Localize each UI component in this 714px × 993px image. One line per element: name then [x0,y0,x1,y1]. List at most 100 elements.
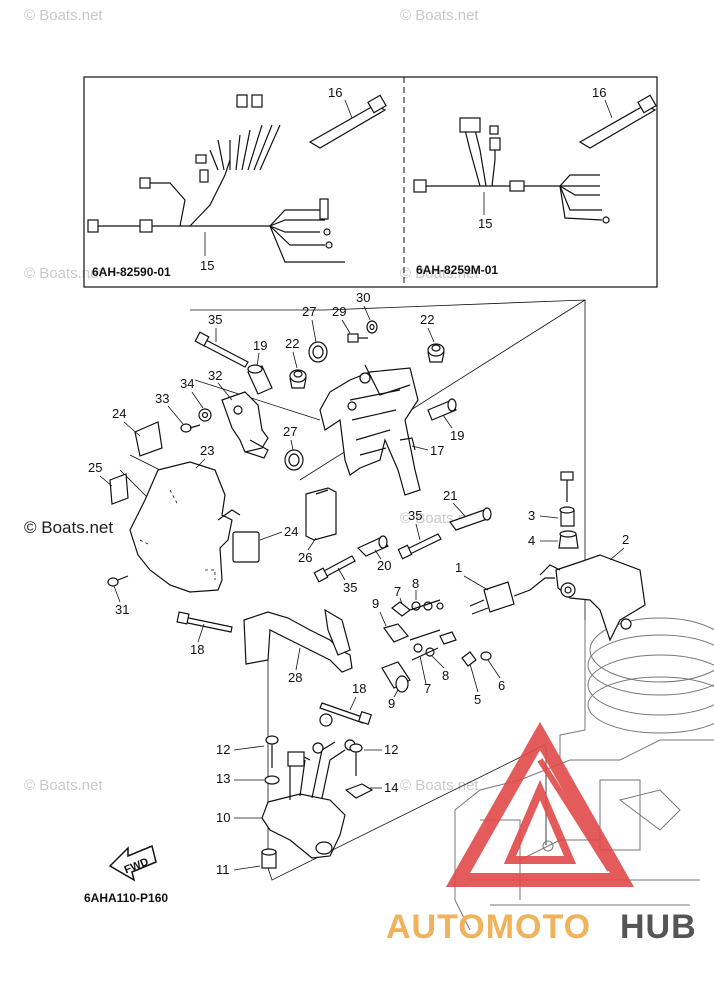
part-washer-13: 13 [216,771,280,786]
callout-9: 9 [372,596,379,611]
part-cable-tie-35-low: 35 [313,555,357,595]
callout-19: 19 [253,338,267,353]
part-hardware-set [381,599,492,693]
callout-10: 10 [216,810,230,825]
part-bolt-12-right: 12 [349,742,398,776]
callout-8: 8 [412,576,419,591]
part-bolt-12-left: 12 [216,735,279,768]
callout-35b: 35 [408,508,422,523]
part-cable-tie-18-right: 18 [319,681,373,726]
watermark: © Boats.net [24,7,103,24]
part-grommet-27-top: 27 [302,304,328,363]
part-cable-tie-35-mid: 35 [397,508,442,560]
diagram-code: 6AHA110-P160 [84,891,168,905]
cable-tie-right: 16 [578,85,657,149]
callout-26: 26 [298,550,312,565]
callout-31: 31 [115,602,129,617]
watermark: © Boats.net [24,518,113,537]
part-washer-34: 34 [180,376,212,422]
callout-1: 1 [455,560,462,575]
callout-14: 14 [384,780,398,795]
part-grommet-27-bottom: 27 [283,424,304,471]
callout-29: 29 [332,304,346,319]
callout-30: 30 [356,290,370,305]
part-bolt-3-collar: 3 [528,471,575,527]
callout-11: 11 [216,862,230,877]
part-grommet-4: 4 [528,530,579,549]
part-bracket-17: 17 [319,364,444,496]
callout-21: 21 [443,488,457,503]
callout-3: 3 [528,508,535,523]
part-grommet-22-right: 22 [420,312,445,363]
inset-left-code: 6AH-82590-01 [92,265,171,279]
callout-20: 20 [377,558,391,573]
part-cover-23: 23 [129,443,241,593]
part-sleeve-21: 21 [443,488,492,531]
callout-25: 25 [88,460,102,475]
part-cable-tie-18-left: 18 [176,611,233,657]
callout-9b: 9 [388,696,395,711]
callout-15: 15 [200,258,214,273]
part-grommet-22-left: 22 [285,336,307,389]
callout-27b: 27 [283,424,297,439]
part-switch-1: 1 [455,560,555,615]
part-clip-14: 14 [344,780,398,799]
part-bracket-28: 28 [243,608,353,685]
part-plate-26: 26 [298,487,337,565]
callout-6: 6 [498,678,505,693]
callout-18: 18 [190,642,204,657]
callout-28: 28 [288,670,302,685]
watermark: © Boats.net [400,777,479,794]
part-washer-30: 30 [356,290,378,334]
part-pad-24-mid: 24 [232,524,298,563]
callout-35: 35 [208,312,222,327]
callout-8b: 8 [442,668,449,683]
part-pad-24-top: 24 [112,406,163,457]
part-pad-25: 25 [88,460,129,505]
callout-7b: 7 [424,681,431,696]
watermark: © Boats.net [400,7,479,24]
part-sleeve-19-left: 19 [247,338,273,395]
part-rectifier-10: 10 [216,713,356,859]
part-cable-tie-35-top: 35 [194,312,249,368]
callout-33: 33 [155,391,169,406]
callout-35c: 35 [343,580,357,595]
callout-24: 24 [112,406,126,421]
callout-16b: 16 [592,85,606,100]
brand-text-main: AUTOMOTO [386,908,591,946]
part-mount-32: 32 [208,368,269,459]
part-sleeve-20: 20 [356,535,391,573]
callout-34: 34 [180,376,194,391]
part-screw-31: 31 [107,575,129,617]
brand-logo-icon [445,721,635,887]
callout-17: 17 [430,443,444,458]
inset-right-code: 6AH-8259M-01 [416,263,498,277]
callout-7: 7 [394,584,401,599]
callout-18b: 18 [352,681,366,696]
callout-22: 22 [285,336,299,351]
callout-24b: 24 [284,524,298,539]
callout-19b: 19 [450,428,464,443]
part-sleeve-19-right: 19 [427,398,464,443]
callout-2: 2 [622,532,629,547]
wire-harness-right: 15 [413,117,610,231]
callout-27: 27 [302,304,316,319]
callout-13: 13 [216,771,230,786]
harness-inset: 15 16 6AH-82590-01 15 [83,76,658,288]
watermark: © Boats.net [400,265,479,282]
cable-tie-left: 16 [308,85,387,149]
part-bolt-29: 29 [332,304,368,343]
callout-32: 32 [208,368,222,383]
callout-5: 5 [474,692,481,707]
callout-12b: 12 [384,742,398,757]
forward-arrow-icon: FWD [108,844,157,882]
watermark: © Boats.net [24,777,103,794]
part-screw-33: 33 [155,391,201,433]
callout-4: 4 [528,533,535,548]
callout-15b: 15 [478,216,492,231]
callout-12: 12 [216,742,230,757]
callout-16: 16 [328,85,342,100]
wire-harness-left: 15 [87,94,345,273]
